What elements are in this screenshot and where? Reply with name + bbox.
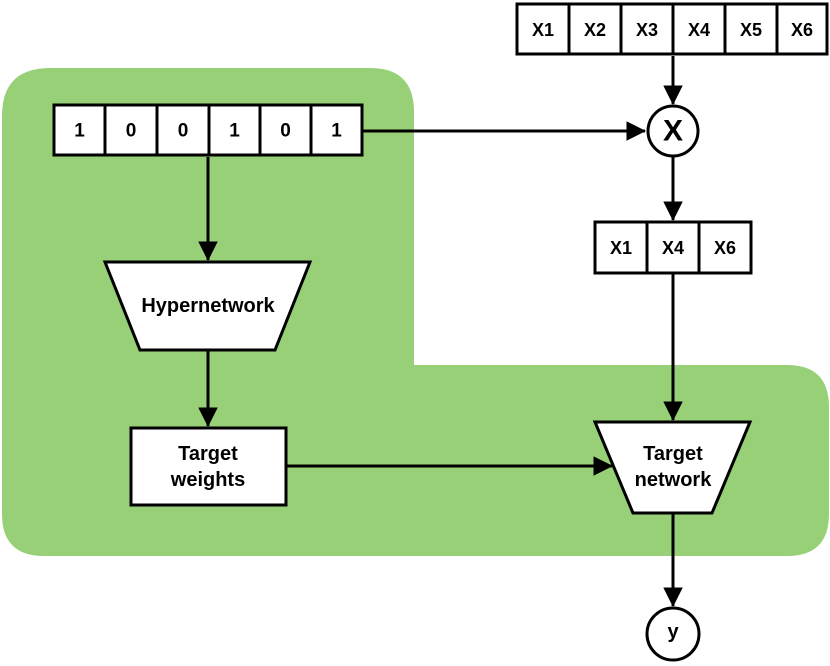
feature-label: X5	[740, 20, 762, 40]
feature-label: X2	[584, 20, 606, 40]
target-weights-label-line2: weights	[170, 469, 245, 491]
feature-cell: X2	[567, 2, 623, 56]
mask-cell: 1	[309, 103, 364, 157]
feature-cell: X3	[619, 2, 675, 56]
feature-cell: X5	[723, 2, 779, 56]
feature-label: X1	[532, 20, 554, 40]
mask-bit-label: 1	[331, 121, 342, 142]
feature-label: X3	[636, 20, 658, 40]
target-network-label-line2: network	[635, 469, 713, 491]
selected-feature-vector: X1 X4 X6	[593, 220, 753, 275]
selected-feature-label: X4	[662, 238, 684, 258]
selected-feature-cell: X4	[645, 220, 701, 275]
hypernetwork-block: Hypernetwork	[102, 260, 313, 352]
feature-label: X4	[688, 20, 710, 40]
mask-cell: 0	[103, 103, 159, 157]
input-feature-vector: X1 X2 X3 X4 X5 X6	[515, 2, 829, 56]
output-node: y	[645, 606, 701, 662]
selected-feature-cell: X6	[697, 220, 753, 275]
mask-cell: 0	[258, 103, 313, 157]
selected-feature-label: X1	[610, 238, 632, 258]
connectors	[198, 56, 683, 607]
feature-label: X6	[791, 20, 813, 40]
multiply-node: X	[646, 104, 700, 158]
feature-cell: X1	[515, 2, 571, 56]
mask-bit-label: 0	[178, 121, 189, 142]
mask-vector: 1 0 0 1 0 1	[52, 103, 364, 157]
mask-bit-label: 0	[280, 121, 291, 142]
output-label: y	[667, 621, 679, 643]
feature-cell: X4	[671, 2, 727, 56]
feature-cell: X6	[775, 2, 829, 56]
mask-cell: 1	[52, 103, 107, 157]
mask-bit-label: 1	[229, 121, 240, 142]
selected-feature-label: X6	[714, 238, 736, 258]
mask-bit-label: 1	[74, 121, 85, 142]
mask-cell: 0	[155, 103, 211, 157]
mask-cell: 1	[207, 103, 262, 157]
selected-feature-cell: X1	[593, 220, 649, 275]
target-network-block: Target network	[592, 420, 753, 515]
target-weights-label-line1: Target	[178, 443, 238, 465]
target-weights-block: Target weights	[129, 426, 288, 507]
hypernetwork-label: Hypernetwork	[141, 295, 275, 317]
multiply-symbol: X	[663, 115, 683, 148]
target-network-label-line1: Target	[643, 443, 703, 465]
mask-bit-label: 0	[126, 121, 137, 142]
